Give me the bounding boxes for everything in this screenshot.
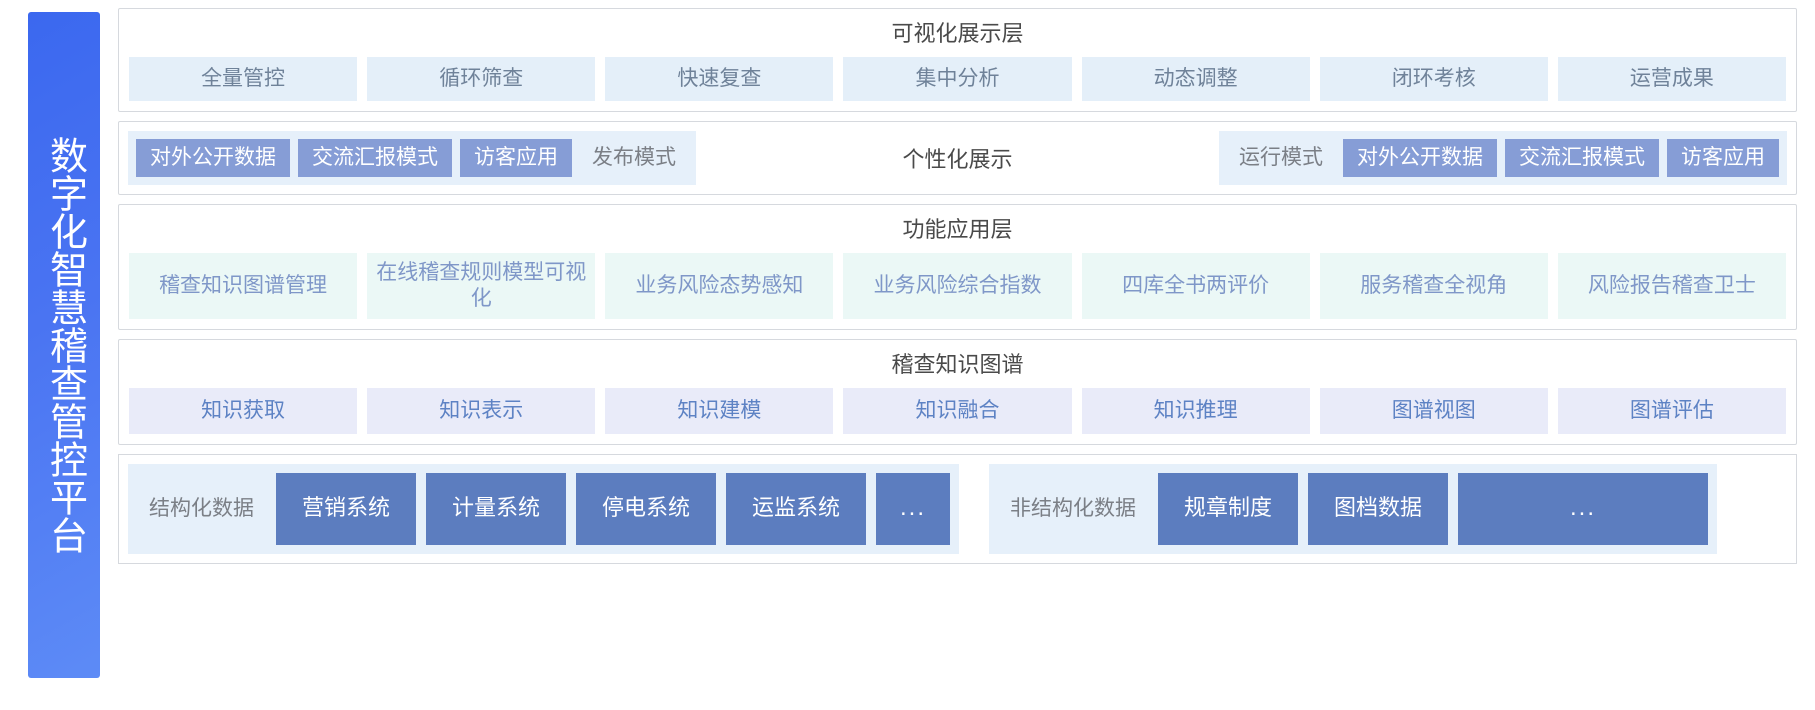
layer-knowledge-graph: 稽查知识图谱 知识获取 知识表示 知识建模 知识融合 知识推理 图谱视图 图谱评… bbox=[118, 338, 1797, 445]
pd-left-item-3[interactable]: 发布模式 bbox=[592, 146, 676, 169]
layer-functional-application-title: 功能应用层 bbox=[902, 216, 1013, 242]
platform-sidebar: 数字化智慧稽查管控平台 bbox=[28, 12, 100, 678]
fn-item-0[interactable]: 稽查知识图谱管理 bbox=[129, 252, 358, 319]
kg-item-3[interactable]: 知识融合 bbox=[843, 387, 1072, 434]
structured-item-2[interactable]: 停电系统 bbox=[576, 472, 716, 545]
structured-item-0[interactable]: 营销系统 bbox=[276, 472, 416, 545]
structured-data-group: 结构化数据 营销系统 计量系统 停电系统 运监系统 ... bbox=[128, 463, 959, 554]
vis-item-5[interactable]: 闭环考核 bbox=[1319, 57, 1548, 101]
layer-personalized-display: 对外公开数据 交流汇报模式 访客应用 发布模式 个性化展示 运行模式 对外公开数… bbox=[118, 121, 1797, 195]
layer-knowledge-graph-title: 稽查知识图谱 bbox=[891, 351, 1024, 377]
pd-left-item-2[interactable]: 访客应用 bbox=[460, 139, 572, 177]
layer-functional-application: 功能应用层 稽查知识图谱管理 在线稽查规则模型可视化 业务风险态势感知 业务风险… bbox=[118, 203, 1797, 330]
layer-visualization-items: 全量管控 循环筛查 快速复查 集中分析 动态调整 闭环考核 运营成果 bbox=[119, 57, 1796, 111]
pd-left-item-1[interactable]: 交流汇报模式 bbox=[298, 139, 452, 177]
vis-item-4[interactable]: 动态调整 bbox=[1081, 57, 1310, 101]
kg-item-2[interactable]: 知识建模 bbox=[605, 387, 834, 434]
structured-item-more[interactable]: ... bbox=[876, 472, 950, 545]
unstructured-item-0[interactable]: 规章制度 bbox=[1158, 472, 1298, 545]
structured-data-label: 结构化数据 bbox=[149, 496, 254, 520]
structured-item-3[interactable]: 运监系统 bbox=[726, 472, 866, 545]
pd-left-group: 对外公开数据 交流汇报模式 访客应用 发布模式 bbox=[128, 131, 696, 185]
vis-item-6[interactable]: 运营成果 bbox=[1557, 57, 1786, 101]
personalized-display-title: 个性化展示 bbox=[696, 131, 1219, 185]
fn-item-5[interactable]: 服务稽查全视角 bbox=[1319, 252, 1548, 319]
pd-right-item-3[interactable]: 访客应用 bbox=[1667, 139, 1779, 177]
platform-title: 数字化智慧稽查管控平台 bbox=[43, 136, 86, 554]
vis-item-3[interactable]: 集中分析 bbox=[843, 57, 1072, 101]
layer-stack: 可视化展示层 全量管控 循环筛查 快速复查 集中分析 动态调整 闭环考核 运营成… bbox=[118, 8, 1797, 702]
fn-item-3[interactable]: 业务风险综合指数 bbox=[843, 252, 1072, 319]
pd-right-item-1[interactable]: 对外公开数据 bbox=[1343, 139, 1497, 177]
pd-right-item-2[interactable]: 交流汇报模式 bbox=[1505, 139, 1659, 177]
fn-item-1[interactable]: 在线稽查规则模型可视化 bbox=[367, 252, 596, 319]
unstructured-item-1[interactable]: 图档数据 bbox=[1308, 472, 1448, 545]
pd-right-group: 运行模式 对外公开数据 交流汇报模式 访客应用 bbox=[1219, 131, 1787, 185]
fn-item-6[interactable]: 风险报告稽查卫士 bbox=[1557, 252, 1786, 319]
pd-left-item-0[interactable]: 对外公开数据 bbox=[136, 139, 290, 177]
layer-functional-application-items: 稽查知识图谱管理 在线稽查规则模型可视化 业务风险态势感知 业务风险综合指数 四… bbox=[119, 252, 1796, 329]
unstructured-item-more[interactable]: ... bbox=[1458, 472, 1708, 545]
unstructured-data-label: 非结构化数据 bbox=[1010, 496, 1136, 520]
unstructured-data-group: 非结构化数据 规章制度 图档数据 ... bbox=[989, 463, 1717, 554]
kg-item-0[interactable]: 知识获取 bbox=[129, 387, 358, 434]
kg-item-4[interactable]: 知识推理 bbox=[1081, 387, 1310, 434]
fn-item-4[interactable]: 四库全书两评价 bbox=[1081, 252, 1310, 319]
layer-data-sources: 结构化数据 营销系统 计量系统 停电系统 运监系统 ... 非结构化数据 规章制… bbox=[118, 453, 1797, 564]
kg-item-5[interactable]: 图谱视图 bbox=[1319, 387, 1548, 434]
fn-item-2[interactable]: 业务风险态势感知 bbox=[605, 252, 834, 319]
kg-item-1[interactable]: 知识表示 bbox=[367, 387, 596, 434]
layer-knowledge-graph-items: 知识获取 知识表示 知识建模 知识融合 知识推理 图谱视图 图谱评估 bbox=[119, 387, 1796, 444]
vis-item-0[interactable]: 全量管控 bbox=[129, 57, 358, 101]
structured-item-1[interactable]: 计量系统 bbox=[426, 472, 566, 545]
layer-visualization: 可视化展示层 全量管控 循环筛查 快速复查 集中分析 动态调整 闭环考核 运营成… bbox=[118, 8, 1797, 112]
vis-item-1[interactable]: 循环筛查 bbox=[367, 57, 596, 101]
pd-right-item-0[interactable]: 运行模式 bbox=[1239, 146, 1323, 169]
kg-item-6[interactable]: 图谱评估 bbox=[1557, 387, 1786, 434]
vis-item-2[interactable]: 快速复查 bbox=[605, 57, 834, 101]
layer-visualization-title: 可视化展示层 bbox=[891, 21, 1024, 46]
